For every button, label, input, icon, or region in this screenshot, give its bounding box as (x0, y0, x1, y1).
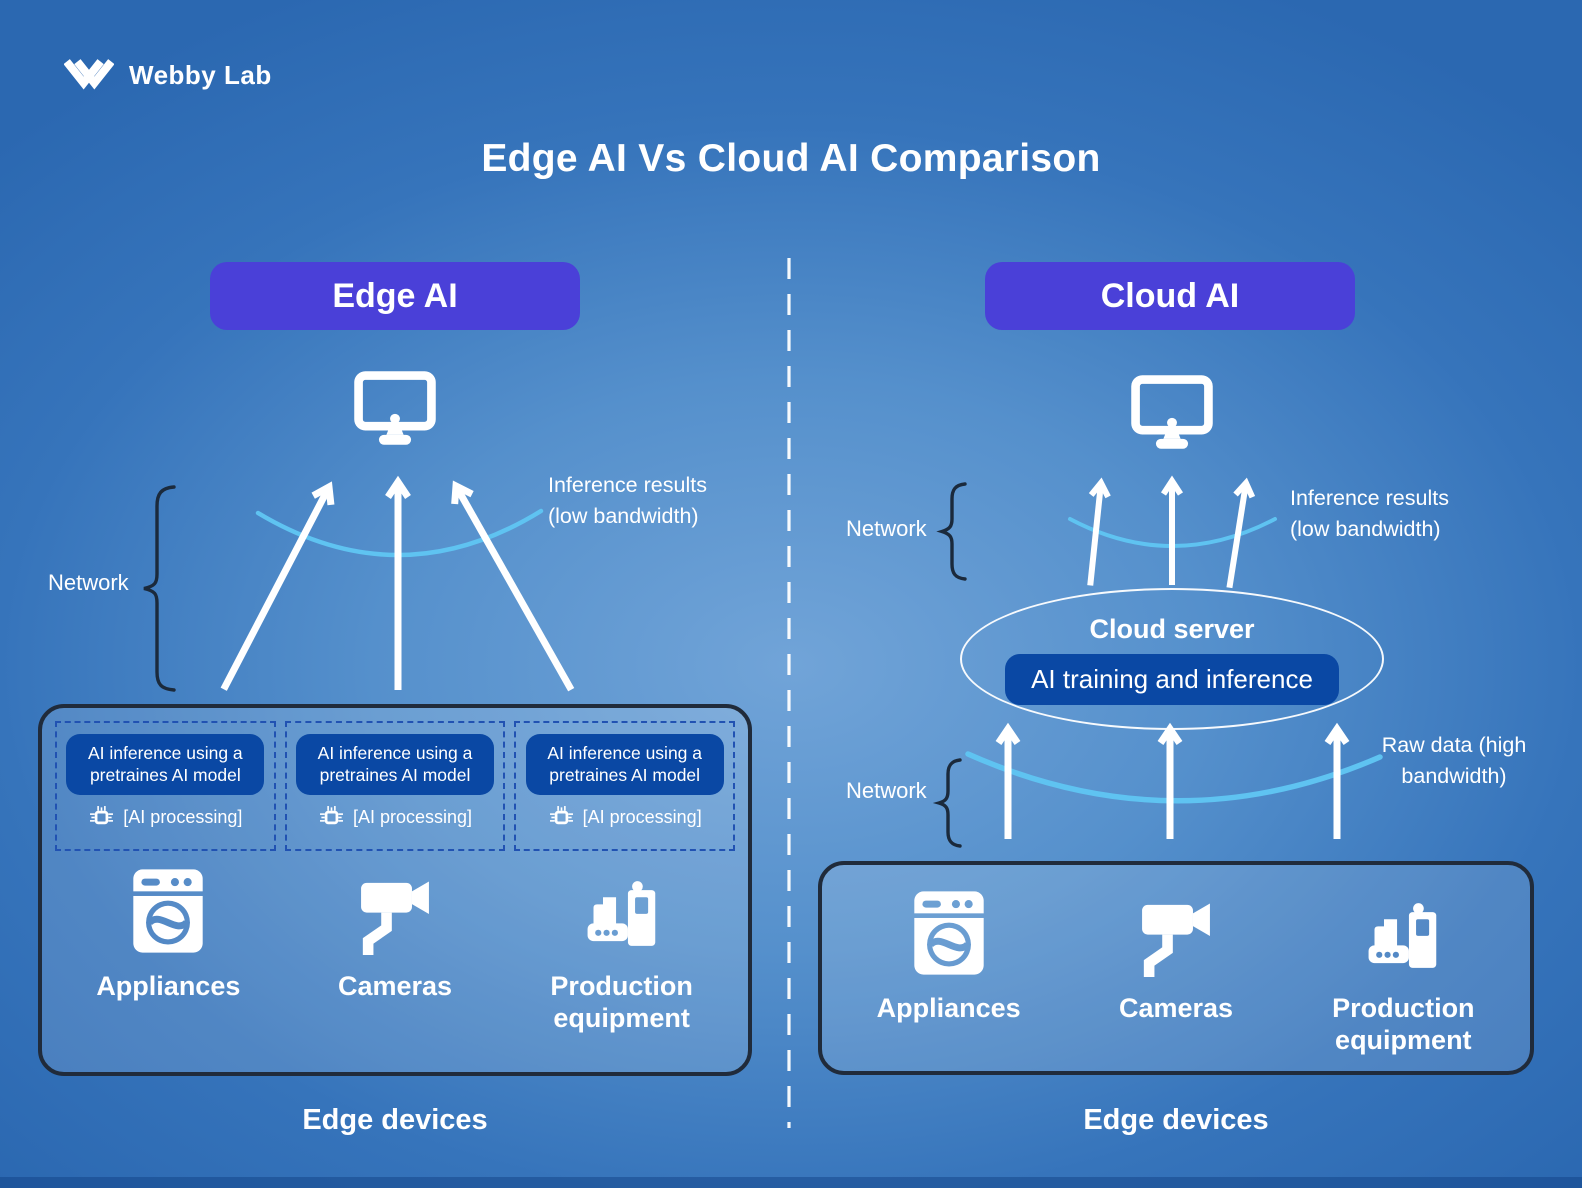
cloud-lower-network-label: Network (846, 778, 927, 803)
cloud-server-title: Cloud server (1089, 613, 1255, 644)
device-label: Appliances (96, 971, 241, 1001)
device-label: Production equipment (550, 971, 693, 1034)
production-equipment-icon (1368, 903, 1437, 968)
device-cameras: Cameras (1062, 885, 1289, 1057)
note-line: bandwidth) (1401, 763, 1507, 788)
cloud-inference-note: Inference results (low bandwidth) (1290, 483, 1449, 544)
device-appliances: Appliances (835, 885, 1062, 1057)
device-label: Production equipment (1332, 993, 1475, 1056)
note-line: Inference results (548, 473, 707, 497)
device-label: Cameras (337, 971, 453, 1001)
edge-devices-footer: Edge devices (302, 1104, 488, 1136)
cloud-device-row: Appliances Cameras (835, 885, 1517, 1057)
note-line: (low bandwidth) (548, 503, 699, 528)
cloud-ai-badge: Cloud AI (985, 262, 1355, 330)
ai-training-pill: AI training and inference (1005, 653, 1339, 705)
washing-machine-icon (133, 869, 204, 953)
note-line: (low bandwidth) (1290, 516, 1441, 541)
cloud-raw-data-note: Raw data (high bandwidth) (1374, 730, 1534, 791)
edge-inference-note: Inference results (low bandwidth) (548, 470, 707, 531)
note-line: Raw data (high (1381, 733, 1527, 757)
brand-logo: Webby Lab (64, 58, 272, 92)
ai-inference-pill: AI inference using a pretraines AI model (296, 734, 494, 795)
device-label: Appliances (876, 993, 1021, 1023)
cpu-chip-icon (549, 805, 573, 825)
ai-processing-label: [AI processing] (352, 806, 473, 827)
cloud-devices-footer: Edge devices (1083, 1104, 1269, 1136)
brand-name: Webby Lab (129, 59, 272, 90)
ai-processing-row: [AI processing] (548, 804, 702, 831)
edge-network-label: Network (48, 570, 129, 595)
device-appliances: Appliances (55, 863, 282, 1035)
ai-processing-row: [AI processing] (318, 804, 472, 831)
edge-inference-row: AI inference using a pretraines AI model… (55, 721, 736, 851)
cpu-chip-icon (90, 805, 114, 825)
cloud-upper-network-label: Network (846, 516, 927, 541)
device-production-equipment: Production equipment (1290, 885, 1517, 1057)
bottom-border-strip (0, 1177, 1582, 1188)
cctv-camera-icon (1142, 903, 1210, 977)
cloud-server-ellipse: Cloud server AI training and inference (960, 588, 1384, 730)
edge-ai-badge: Edge AI (210, 262, 580, 330)
device-label: Cameras (1118, 993, 1234, 1023)
page-title: Edge AI Vs Cloud AI Comparison (481, 137, 1101, 180)
ai-inference-pill: AI inference using a pretraines AI model (66, 734, 265, 795)
device-production-equipment: Production equipment (508, 863, 735, 1035)
production-equipment-icon (587, 881, 655, 946)
cloud-devices-box: Appliances Cameras (818, 861, 1534, 1075)
edge-devices-box: AI inference using a pretraines AI model… (38, 704, 752, 1076)
edge-inference-cell: AI inference using a pretraines AI model… (514, 721, 736, 851)
washing-machine-icon (913, 891, 984, 975)
monitor-icon (1131, 375, 1213, 449)
ai-processing-label: [AI processing] (123, 806, 243, 827)
ai-processing-row: [AI processing] (88, 804, 242, 831)
monitor-icon (354, 371, 436, 445)
device-cameras: Cameras (282, 863, 509, 1035)
ai-processing-label: [AI processing] (582, 806, 702, 827)
edge-inference-cell: AI inference using a pretraines AI model… (55, 721, 276, 851)
edge-device-row: Appliances Cameras (55, 863, 735, 1035)
cctv-camera-icon (361, 881, 429, 955)
webbylab-w-icon (64, 59, 114, 90)
cpu-chip-icon (319, 805, 343, 825)
ai-inference-pill: AI inference using a pretraines AI model (525, 734, 724, 795)
edge-inference-cell: AI inference using a pretraines AI model… (284, 721, 506, 851)
note-line: Inference results (1290, 486, 1449, 510)
